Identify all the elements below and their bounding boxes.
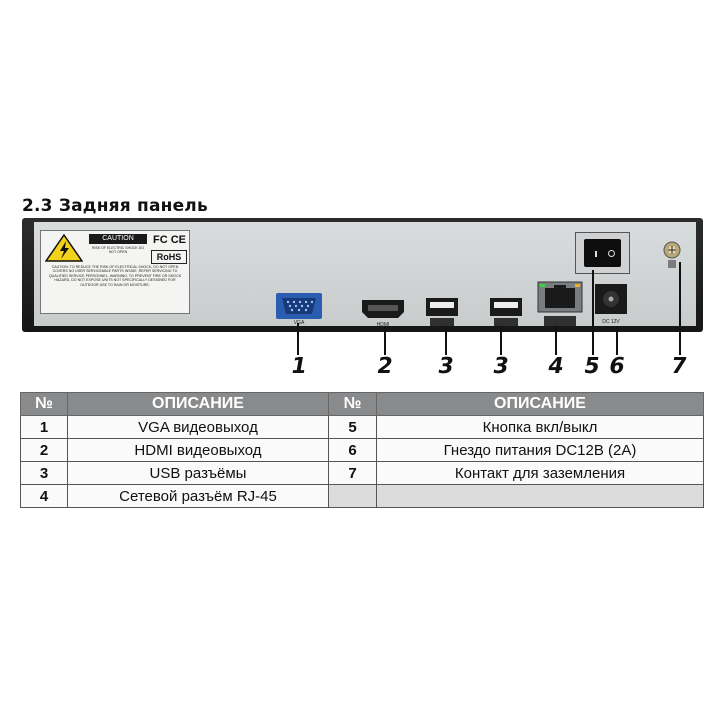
table-cell-description: Кнопка вкл/выкл: [376, 415, 704, 439]
column-header-description: ОПИСАНИЕ: [376, 392, 704, 416]
table-cell-number: 6: [328, 438, 377, 462]
callout-number-4: 4: [545, 354, 566, 379]
callout-line: [679, 262, 681, 355]
table-cell-empty: [328, 484, 377, 508]
callout-number-7: 7: [668, 354, 689, 379]
rohs-badge: RoHS: [151, 250, 187, 264]
callout-number-1: 1: [288, 354, 309, 379]
vga-port-label: VGA: [293, 320, 305, 326]
callout-number-3: 3: [435, 354, 456, 379]
table-cell-number: 7: [328, 461, 377, 485]
table-row: 1 VGA видеовыход 5 Кнопка вкл/выкл: [20, 415, 704, 439]
callout-number-2: 2: [374, 354, 395, 379]
table-cell-description: Контакт для заземления: [376, 461, 704, 485]
caution-sticker: CAUTION RISK OF ELECTRIC SHOCK DO NOT OP…: [40, 230, 190, 314]
rear-panel-plate: CAUTION RISK OF ELECTRIC SHOCK DO NOT OP…: [34, 222, 696, 328]
callout-line: [384, 326, 386, 355]
table-cell-description: Сетевой разъём RJ-45: [67, 484, 329, 508]
callout-number-6: 6: [606, 354, 627, 379]
callout-line: [555, 326, 557, 355]
power-on-mark-icon: [595, 251, 597, 257]
callout-line: [616, 326, 618, 355]
table-cell-description: VGA видеовыход: [67, 415, 329, 439]
table-row: 2 HDMI видеовыход 6 Гнездо питания DC12В…: [20, 438, 704, 462]
warning-triangle-icon: [45, 234, 83, 262]
table-cell-description: HDMI видеовыход: [67, 438, 329, 462]
callout-line: [297, 323, 299, 355]
callout-line: [592, 270, 594, 355]
column-header-description: ОПИСАНИЕ: [67, 392, 329, 416]
usb-port-icon: [426, 298, 458, 326]
table-cell-description: Гнездо питания DC12В (2А): [376, 438, 704, 462]
table-cell-number: 2: [20, 438, 68, 462]
table-cell-number: 4: [20, 484, 68, 508]
caution-heading: CAUTION: [89, 234, 147, 244]
column-header-number: №: [20, 392, 68, 416]
section-title: 2.3 Задняя панель: [22, 196, 208, 216]
table-cell-number: 5: [328, 415, 377, 439]
caution-body-text: CAUTION: TO REDUCE THE RISK OF ELECTRICA…: [48, 265, 182, 287]
table-cell-number: 3: [20, 461, 68, 485]
ground-screw-icon: [663, 241, 681, 268]
callout-number-3: 3: [490, 354, 511, 379]
table-header-row: № ОПИСАНИЕ № ОПИСАНИЕ: [20, 392, 704, 416]
rear-panel-description-table: № ОПИСАНИЕ № ОПИСАНИЕ 1 VGA видеовыход 5…: [20, 392, 704, 508]
column-header-number: №: [328, 392, 377, 416]
callout-number-5: 5: [581, 354, 602, 379]
dc-power-jack-icon: [595, 284, 627, 314]
hdmi-port-label: HDMI: [376, 322, 390, 328]
callout-line: [500, 326, 502, 355]
power-switch-housing: [575, 232, 630, 274]
table-row: 4 Сетевой разъём RJ-45: [20, 484, 704, 508]
table-cell-description: USB разъёмы: [67, 461, 329, 485]
table-row: 3 USB разъёмы 7 Контакт для заземления: [20, 461, 704, 485]
dvr-rear-panel-image: CAUTION RISK OF ELECTRIC SHOCK DO NOT OP…: [22, 218, 703, 332]
caution-subtext: RISK OF ELECTRIC SHOCK DO NOT OPEN: [92, 246, 144, 254]
usb-port-icon: [490, 298, 522, 326]
vga-port-icon: [276, 293, 322, 319]
power-rocker-switch-icon: [584, 239, 621, 267]
table-cell-number: 1: [20, 415, 68, 439]
table-cell-empty: [376, 484, 704, 508]
rj45-port-icon: [537, 281, 583, 326]
fcc-ce-mark: FC CE: [153, 234, 186, 246]
hdmi-port-icon: [362, 300, 404, 318]
power-off-mark-icon: [608, 250, 615, 257]
callout-line: [445, 326, 447, 355]
dc-port-label: DC 12V: [602, 319, 620, 325]
